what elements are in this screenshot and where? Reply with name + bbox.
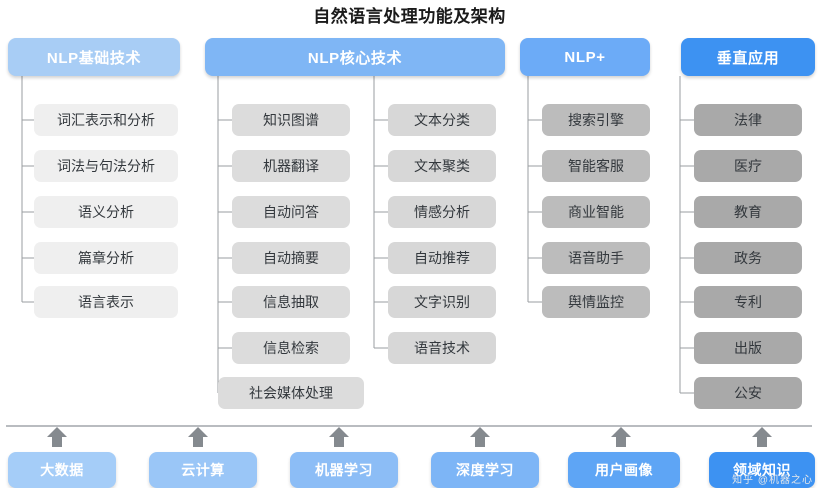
list-item[interactable]: 机器翻译 — [232, 150, 350, 182]
foundation-divider — [6, 425, 812, 427]
item-label: 语音助手 — [568, 250, 624, 266]
item-label: 法律 — [734, 112, 762, 128]
list-item[interactable]: 语义分析 — [34, 196, 178, 228]
list-item[interactable]: 出版 — [694, 332, 802, 364]
list-item[interactable]: 文本聚类 — [388, 150, 496, 182]
foundation-label: 领域知识 — [733, 462, 791, 478]
list-item[interactable]: 搜索引擎 — [542, 104, 650, 136]
item-label: 语言表示 — [78, 294, 134, 310]
list-item[interactable]: 信息检索 — [232, 332, 350, 364]
arrow-up-icon — [188, 427, 208, 447]
foundation-label: 云计算 — [181, 462, 225, 478]
item-label: 语义分析 — [78, 204, 134, 220]
item-label: 自动摘要 — [263, 250, 319, 266]
item-label: 医疗 — [734, 158, 762, 174]
list-item[interactable]: 情感分析 — [388, 196, 496, 228]
item-label: 自动推荐 — [414, 250, 470, 266]
arrow-up-icon — [329, 427, 349, 447]
item-label: 出版 — [734, 340, 762, 356]
item-label: 智能客服 — [568, 158, 624, 174]
arrow-up-icon — [47, 427, 67, 447]
list-item[interactable]: 舆情监控 — [542, 286, 650, 318]
header-nlp-plus[interactable]: NLP+ — [520, 38, 650, 76]
foundation-label: 用户画像 — [595, 462, 653, 478]
list-item[interactable]: 智能客服 — [542, 150, 650, 182]
header-nlp-plus-label: NLP+ — [564, 48, 606, 66]
arrow-up-icon — [611, 427, 631, 447]
list-item[interactable]: 公安 — [694, 377, 802, 409]
item-label: 搜索引擎 — [568, 112, 624, 128]
item-label: 自动问答 — [263, 204, 319, 220]
header-nlp-core[interactable]: NLP核心技术 — [205, 38, 505, 76]
item-label: 商业智能 — [568, 204, 624, 220]
list-item[interactable]: 教育 — [694, 196, 802, 228]
item-label: 文字识别 — [414, 294, 470, 310]
foundation-label: 深度学习 — [456, 462, 514, 478]
watermark: 知乎 @机器之心 — [732, 475, 813, 486]
list-item[interactable]: 自动问答 — [232, 196, 350, 228]
item-label: 舆情监控 — [568, 294, 624, 310]
list-item[interactable]: 语言表示 — [34, 286, 178, 318]
foundation-label: 大数据 — [40, 462, 84, 478]
list-item[interactable]: 信息抽取 — [232, 286, 350, 318]
item-label: 语音技术 — [414, 340, 470, 356]
list-item[interactable]: 社会媒体处理 — [218, 377, 364, 409]
item-label: 政务 — [734, 250, 762, 266]
item-label: 信息检索 — [263, 340, 319, 356]
foundation-item-cloud[interactable]: 云计算 — [149, 452, 257, 488]
header-vertical-app-label: 垂直应用 — [716, 49, 780, 67]
list-item[interactable]: 商业智能 — [542, 196, 650, 228]
item-label: 教育 — [734, 204, 762, 220]
item-label: 公安 — [734, 385, 762, 401]
list-item[interactable]: 政务 — [694, 242, 802, 274]
list-item[interactable]: 语音技术 — [388, 332, 496, 364]
item-label: 机器翻译 — [263, 158, 319, 174]
list-item[interactable]: 词汇表示和分析 — [34, 104, 178, 136]
item-label: 文本聚类 — [414, 158, 470, 174]
foundation-item-ml[interactable]: 机器学习 — [290, 452, 398, 488]
foundation-item-domain-knowledge[interactable]: 领域知识 — [709, 452, 815, 488]
list-item[interactable]: 词法与句法分析 — [34, 150, 178, 182]
item-label: 词法与句法分析 — [57, 158, 155, 174]
header-nlp-core-label: NLP核心技术 — [307, 49, 403, 67]
list-item[interactable]: 自动摘要 — [232, 242, 350, 274]
list-item[interactable]: 自动推荐 — [388, 242, 496, 274]
item-label: 情感分析 — [414, 204, 470, 220]
list-item[interactable]: 文本分类 — [388, 104, 496, 136]
header-vertical-app[interactable]: 垂直应用 — [681, 38, 815, 76]
item-label: 文本分类 — [414, 112, 470, 128]
list-item[interactable]: 法律 — [694, 104, 802, 136]
list-item[interactable]: 专利 — [694, 286, 802, 318]
header-nlp-basic-label: NLP基础技术 — [46, 49, 142, 67]
foundation-item-user-profile[interactable]: 用户画像 — [568, 452, 680, 488]
header-nlp-basic[interactable]: NLP基础技术 — [8, 38, 180, 76]
list-item[interactable]: 知识图谱 — [232, 104, 350, 136]
item-label: 信息抽取 — [263, 294, 319, 310]
list-item[interactable]: 医疗 — [694, 150, 802, 182]
page-title: 自然语言处理功能及架构 — [313, 7, 506, 26]
arrow-up-icon — [752, 427, 772, 447]
item-label: 社会媒体处理 — [249, 385, 333, 401]
item-label: 专利 — [734, 294, 762, 310]
foundation-label: 机器学习 — [315, 462, 373, 478]
foundation-item-bigdata[interactable]: 大数据 — [8, 452, 116, 488]
foundation-item-dl[interactable]: 深度学习 — [431, 452, 539, 488]
list-item[interactable]: 语音助手 — [542, 242, 650, 274]
list-item[interactable]: 篇章分析 — [34, 242, 178, 274]
arrow-up-icon — [470, 427, 490, 447]
item-label: 篇章分析 — [78, 250, 134, 266]
list-item[interactable]: 文字识别 — [388, 286, 496, 318]
item-label: 知识图谱 — [263, 112, 319, 128]
item-label: 词汇表示和分析 — [57, 112, 155, 128]
